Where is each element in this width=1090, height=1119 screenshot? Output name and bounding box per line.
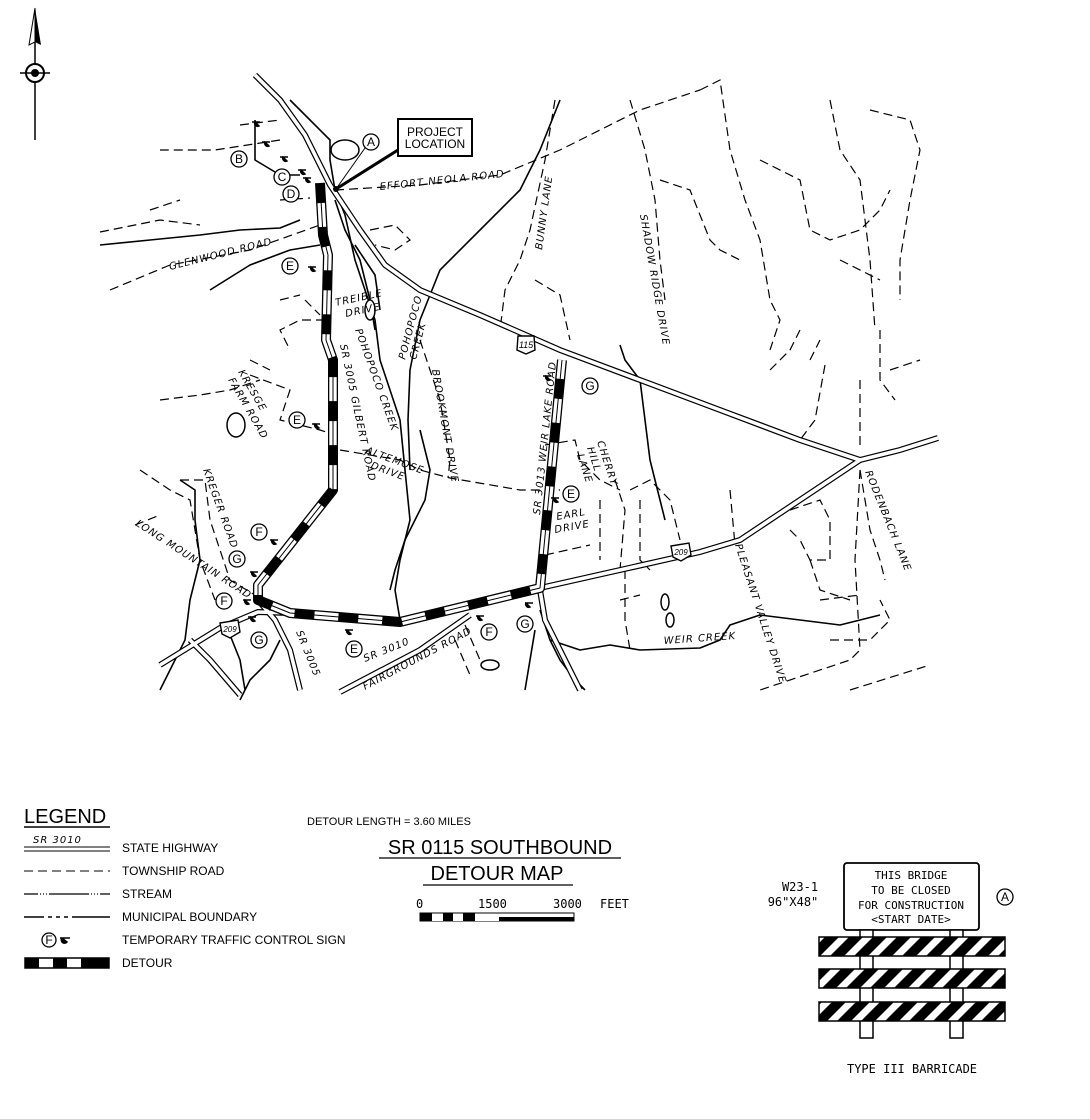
label-weir-creek: WEIR CREEK <box>663 631 736 647</box>
detour-route <box>253 182 567 627</box>
sign-letter-g: G <box>232 552 241 566</box>
sign-letter-c: C <box>278 170 287 184</box>
label-kreger-road: KREGER ROAD <box>200 467 239 550</box>
legend: LEGEND SR 3010 STATE HIGHWAY TOWNSHIP RO… <box>24 806 346 970</box>
sign-letter-e: E <box>567 487 575 501</box>
legend-item-label: STATE HIGHWAY <box>122 841 218 855</box>
sign-code: W23-1 <box>782 880 818 894</box>
label-bunny-lane: BUNNY LANE <box>534 175 555 250</box>
sign-text-line: FOR CONSTRUCTION <box>858 899 964 912</box>
sign-icon <box>60 936 70 944</box>
label-shadow-ridge-drive: SHADOW RIDGE DRIVE <box>637 214 671 347</box>
label-earl-drive: EARL <box>556 507 587 523</box>
sign-letter-e: E <box>293 413 301 427</box>
sign-markers <box>243 120 560 636</box>
shield-115-label: 115 <box>519 340 534 350</box>
label-brookmont-drive: BROOKMONT DRIVE <box>429 369 460 484</box>
ponds <box>226 139 675 671</box>
sign-letter-g: G <box>254 633 263 647</box>
title-block: DETOUR LENGTH = 3.60 MILES SR 0115 SOUTH… <box>307 816 629 922</box>
label-rodenbach-lane: RODENBACH LANE <box>862 469 913 573</box>
shield-209-label: 209 <box>222 625 237 634</box>
us-209-shield-icon: 209 <box>219 619 241 639</box>
label-pleasant-valley-drive: PLEASANT VALLEY DRIVE <box>732 543 788 685</box>
bridge-closed-sign <box>843 862 980 931</box>
scale-tick-1500: 1500 <box>478 897 507 911</box>
scale-tick-3000: 3000 <box>553 897 582 911</box>
sign-letter-f: F <box>255 525 262 539</box>
sign-letter-e: E <box>286 259 294 273</box>
sign-text-line: <START DATE> <box>871 913 951 926</box>
sign-letters: A B C D E E E E F F F G G G G <box>215 133 599 658</box>
shield-209-label: 209 <box>673 548 688 557</box>
us-209-shield-icon: 209 <box>670 542 692 562</box>
streams <box>99 99 881 701</box>
legend-item-label: TOWNSHIP ROAD <box>122 864 225 878</box>
project-location-label: LOCATION <box>405 137 465 151</box>
sign-letter-g: G <box>585 379 594 393</box>
barricade-marker: A <box>1001 890 1009 904</box>
detour-symbol <box>24 957 110 969</box>
detour-length: DETOUR LENGTH = 3.60 MILES <box>307 816 471 828</box>
sign-size: 96"X48" <box>768 895 819 909</box>
north-arrow-icon <box>20 7 50 140</box>
pa-115-shield-icon: 115 <box>516 335 536 355</box>
legend-item-label: STREAM <box>122 887 172 901</box>
legend-sample-label: SR 3010 <box>33 835 82 846</box>
legend-item-label: DETOUR <box>122 956 173 970</box>
map-title-line1: SR 0115 SOUTHBOUND <box>388 837 612 859</box>
sign-letter-b: B <box>235 152 243 166</box>
map-title-line2: DETOUR MAP <box>431 863 564 885</box>
scale-unit: FEET <box>600 897 629 911</box>
barricade-caption: TYPE III BARRICADE <box>847 1062 977 1076</box>
sign-text-line: TO BE CLOSED <box>871 884 950 897</box>
sign-letter-f: F <box>220 594 227 608</box>
sign-text-line: THIS BRIDGE <box>875 869 948 882</box>
label-glenwood-road: GLENWOOD ROAD <box>168 237 274 273</box>
type-iii-barricade: W23-1 96"X48" THIS BRIDGE TO BE CLOSED F… <box>768 862 1014 1076</box>
legend-item-label: MUNICIPAL BOUNDARY <box>122 910 257 924</box>
project-location-callout: PROJECT LOCATION <box>333 118 473 192</box>
sign-letter-e: E <box>350 642 358 656</box>
sign-letter-d: D <box>287 187 296 201</box>
scale-tick-0: 0 <box>416 897 423 911</box>
sign-letter-g: G <box>520 617 529 631</box>
sign-letter-f: F <box>485 625 492 639</box>
legend-sign-letter: F <box>45 933 52 947</box>
label-effort-neola-road: EFFORT NEOLA ROAD <box>379 169 505 193</box>
legend-title: LEGEND <box>24 806 106 828</box>
sign-letter-a: A <box>367 135 375 149</box>
project-location-label: PROJECT <box>407 125 464 139</box>
scale-bar <box>419 912 575 922</box>
legend-item-label: TEMPORARY TRAFFIC CONTROL SIGN <box>122 933 346 947</box>
